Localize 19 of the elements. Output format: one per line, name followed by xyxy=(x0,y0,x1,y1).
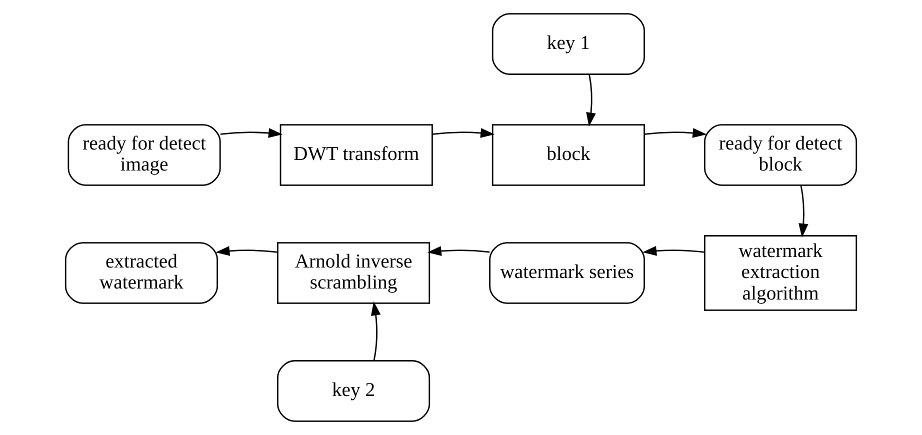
arrow xyxy=(798,185,808,238)
node-box: DWT transform xyxy=(280,124,433,186)
arrow xyxy=(644,128,707,138)
node-box: ready for detect image xyxy=(68,124,221,186)
node-box: ready for detect block xyxy=(704,124,858,186)
node-box: key 1 xyxy=(492,13,645,75)
arrow xyxy=(432,128,495,138)
arrow xyxy=(216,246,278,256)
node-box: watermark extraction algorithm xyxy=(704,235,858,311)
node-box: extracted watermark xyxy=(64,242,218,304)
arrow xyxy=(586,74,596,127)
arrow xyxy=(427,246,490,256)
arrow xyxy=(220,128,283,138)
node-box: watermark series xyxy=(489,242,645,304)
arrow xyxy=(642,246,705,256)
arrow xyxy=(371,301,381,361)
node-box: Arnold inverse scrambling xyxy=(277,242,430,304)
node-box: block xyxy=(492,124,645,186)
node-box: key 2 xyxy=(277,360,430,422)
